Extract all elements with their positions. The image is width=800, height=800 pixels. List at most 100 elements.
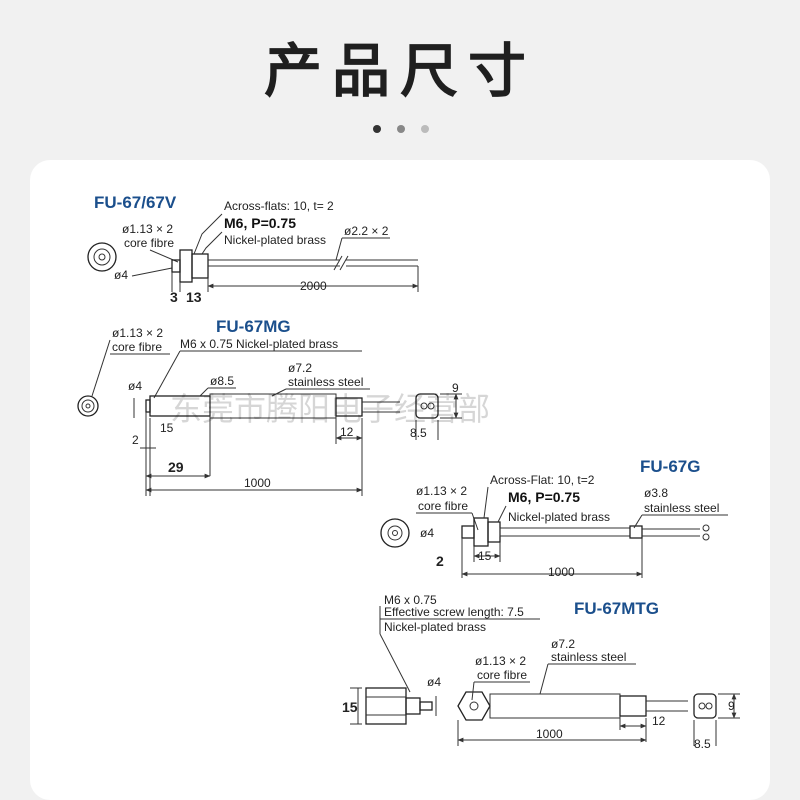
across-flats-label: Across-flats: 10, t= 2 [224,199,334,213]
diagram-fu67mg: FU-67MG ø1.13 × 2 core fibre M6 x 0.75 N… [77,317,462,496]
tube-material-label: stainless steel [551,650,626,664]
hex-nut [365,687,407,725]
leader-line [271,388,287,397]
dim-15-label: 15 [342,699,358,715]
tube-end [335,397,363,417]
model-title-fu67: FU-67/67V [94,193,177,212]
length-label: 1000 [244,476,271,490]
model-title-fu67mtg: FU-67MTG [574,599,659,618]
across-flat-label: Across-Flat: 10, t=2 [490,473,595,487]
outer-dia-label: ø4 [427,675,441,689]
carousel-dots [373,125,433,135]
fibre-dia-label: ø1.13 × 2 [475,654,526,668]
core-label: core fibre [124,236,174,250]
end-w-label: 8.5 [694,737,711,751]
outer-dia-label: ø4 [114,268,128,282]
leader-line [379,633,411,693]
length-label: 1000 [536,727,563,741]
end-view-core [392,530,398,536]
outer-dia-label: ø4 [128,379,142,393]
material-label: Nickel-plated brass [224,233,326,247]
carousel-dot[interactable] [373,125,381,133]
tube-end [619,695,647,717]
nut-dia-label: ø8.5 [210,374,234,388]
dim-12-label: 12 [340,425,354,439]
carousel-dot[interactable] [421,125,429,133]
break-mark [333,255,343,271]
leader-line [201,231,223,255]
fibre-hole [427,402,435,410]
steel-tube [489,693,621,719]
cable-dia-label: ø2.2 × 2 [344,224,389,238]
outer-dia-label: ø4 [420,526,434,540]
diagram-fu67mtg: FU-67MTG M6 x 0.75 Effective screw lengt… [342,593,740,751]
connector-end [693,693,717,719]
connector-end [415,393,439,419]
hex-nut [179,249,193,283]
end-h-label: 9 [452,381,459,395]
end-view-inner [81,399,95,413]
leader-line [471,681,475,701]
fibre-dia-label: ø1.13 × 2 [416,484,467,498]
dim-a: 3 [170,289,178,305]
core-label: core fibre [418,499,468,513]
page-title: 产品尺寸 [263,37,536,105]
fibre-dia-label: ø1.13 × 2 [112,326,163,340]
thread-body [405,697,421,715]
fibre-hole [420,402,428,410]
length-label: 2000 [300,279,327,293]
break-mark [339,255,349,271]
dim-2-label: 2 [436,553,444,569]
fibre-end [702,524,710,532]
thread-label: M6, P=0.75 [224,215,296,231]
material-label: Nickel-plated brass [384,620,486,634]
leader-line [199,387,209,397]
fibre-dia-label: ø1.13 × 2 [122,222,173,236]
watermark: 东莞市腾阳电子经营部 [170,391,490,427]
core-label: core fibre [112,340,162,354]
tube-end [629,525,643,539]
tube-dia-label: ø7.2 [288,361,312,375]
screw-length-label: Effective screw length: 7.5 [384,605,524,619]
leader-line [193,213,223,255]
leader-line [153,350,181,399]
carousel-dot[interactable] [397,125,405,133]
thread-label: M6 x 0.75 [384,593,437,607]
hex-head [457,691,491,721]
diagram-fu67g: FU-67G ø1.13 × 2 core fibre ø4 Across-Fl… [380,457,728,579]
leader-line [471,512,479,531]
end-view-inner [387,525,403,541]
core-label: core fibre [477,668,527,682]
end-view-inner [93,248,111,266]
end-view-outer [77,395,99,417]
fibre-hole [698,702,706,710]
end-view-outer [380,518,410,548]
leader-line [633,514,643,529]
tube-dia-label: ø3.8 [644,486,668,500]
dim-15-label: 15 [160,421,174,435]
end-w-label: 8.5 [410,426,427,440]
end-view-core [85,403,91,409]
tube-dia-label: ø7.2 [551,637,575,651]
dim-15-label: 15 [478,549,492,563]
leader-line [497,505,507,523]
fibre-hole [705,702,713,710]
diagram-fu67: FU-67/67V ø1.13 × 2 core fibre ø4 Across… [87,193,419,305]
dim-12-label: 12 [652,714,666,728]
dimension-card [30,160,770,800]
probe-tip [419,701,433,711]
probe-tip [171,259,181,273]
leader-line [131,267,173,277]
leader-line [91,339,111,397]
tube-material-label: stainless steel [288,375,363,389]
dim-b: 13 [186,289,202,305]
thread-body [191,253,209,279]
model-title-fu67g: FU-67G [640,457,700,476]
thread-label: M6 x 0.75 Nickel-plated brass [180,337,338,351]
thread-label: M6, P=0.75 [508,489,580,505]
hex-nut [473,517,489,547]
steel-tube [499,527,631,537]
end-view-outer [87,242,117,272]
model-title-fu67mg: FU-67MG [216,317,291,336]
